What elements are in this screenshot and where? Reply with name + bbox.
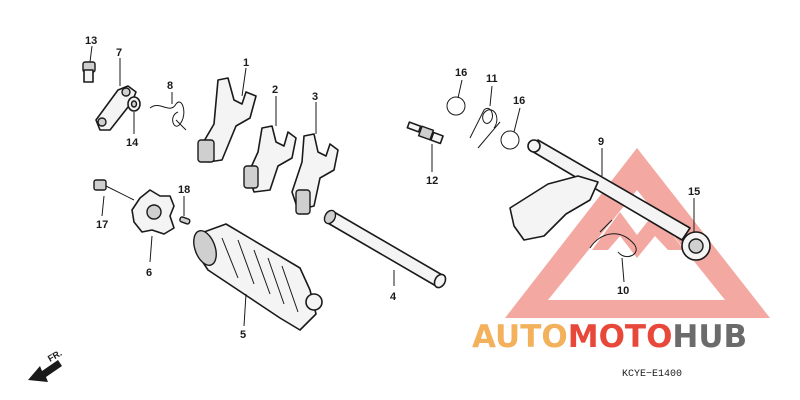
part-9-gearshift-spindle bbox=[509, 139, 691, 241]
part-1-shift-fork bbox=[197, 77, 257, 163]
part-18-pin bbox=[179, 216, 191, 225]
callout-17: 17 bbox=[96, 219, 108, 231]
callout-14: 14 bbox=[126, 137, 139, 149]
part-15-oil-seal bbox=[681, 231, 711, 261]
callout-6: 6 bbox=[146, 267, 152, 279]
part-3-shift-fork bbox=[291, 133, 339, 215]
part-10-return-spring bbox=[589, 219, 637, 257]
callout-10: 10 bbox=[617, 285, 629, 297]
callout-11: 11 bbox=[486, 73, 498, 85]
part-5-shift-drum bbox=[193, 223, 323, 331]
callout-12: 12 bbox=[426, 175, 438, 187]
part-16-circlip-right bbox=[500, 130, 520, 150]
part-14-washer bbox=[127, 96, 141, 112]
callout-4: 4 bbox=[390, 291, 397, 303]
watermark-auto: AUTO bbox=[472, 319, 568, 355]
leader-lines bbox=[89, 45, 695, 327]
callout-18: 18 bbox=[178, 184, 190, 196]
callout-16-left: 16 bbox=[455, 67, 467, 79]
callout-3: 3 bbox=[312, 91, 318, 103]
front-direction-label: FR. bbox=[46, 348, 64, 364]
diagram-code: KCYE−E1400 bbox=[622, 369, 682, 380]
callout-13: 13 bbox=[85, 35, 97, 47]
part-8-spring bbox=[149, 101, 187, 131]
watermark-moto: MOTO bbox=[568, 319, 673, 355]
part-4-fork-shaft bbox=[323, 209, 447, 289]
watermark-hub: HUB bbox=[672, 319, 747, 355]
callout-9: 9 bbox=[598, 136, 604, 148]
part-6-drum-center bbox=[131, 189, 175, 235]
part-11-spring bbox=[469, 108, 501, 149]
part-16-circlip-left bbox=[446, 96, 466, 116]
part-12-bolt bbox=[406, 121, 444, 145]
callout-1: 1 bbox=[243, 57, 249, 69]
watermark-text: AUTOMOTOHUB bbox=[472, 319, 747, 355]
callout-15: 15 bbox=[688, 186, 700, 198]
part-13-bolt bbox=[82, 61, 96, 83]
callout-5: 5 bbox=[240, 329, 246, 341]
part-17-bolt bbox=[93, 179, 135, 201]
callout-7: 7 bbox=[116, 47, 122, 59]
callout-2: 2 bbox=[272, 84, 278, 96]
callout-8: 8 bbox=[167, 80, 173, 92]
callout-16-right: 16 bbox=[513, 95, 525, 107]
part-2-shift-fork bbox=[243, 125, 297, 193]
front-direction-arrow: FR. bbox=[28, 348, 64, 382]
callout-labels: 13 7 8 14 1 2 3 16 11 16 12 9 15 18 17 6… bbox=[85, 35, 700, 341]
